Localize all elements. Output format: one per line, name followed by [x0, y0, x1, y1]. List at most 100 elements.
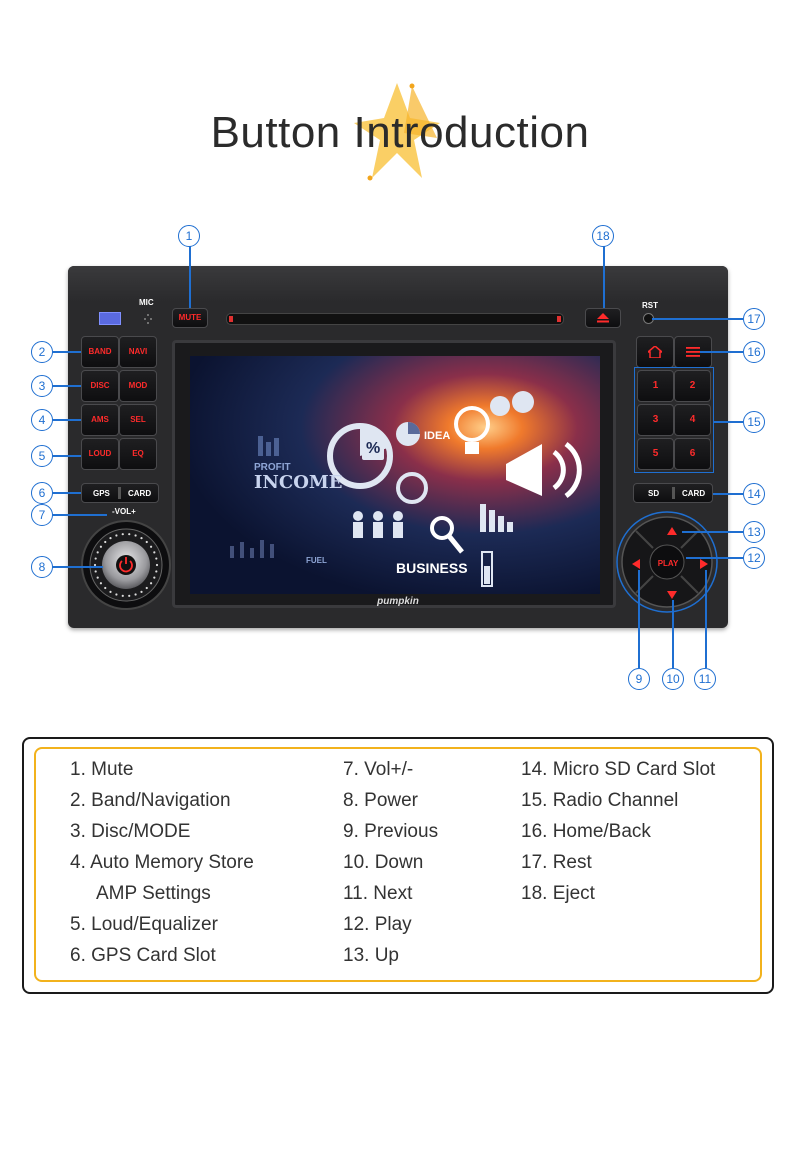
callout-line-17	[652, 318, 743, 320]
legend-item-text: Down	[374, 852, 424, 873]
legend-item-number: 5.	[70, 914, 86, 935]
radio-1-button[interactable]: 1	[637, 370, 674, 402]
slot-gap	[672, 487, 675, 499]
sel-button[interactable]: SEL	[119, 404, 157, 436]
legend-item-text: Band/Navigation	[91, 790, 231, 811]
gps-card-slot[interactable]: GPS CARD	[81, 483, 159, 503]
radio-2-button[interactable]: 2	[674, 370, 711, 402]
callout-15: 15	[743, 411, 765, 433]
callout-line-9	[638, 570, 640, 668]
play-button[interactable]: PLAY	[657, 559, 679, 568]
legend-item-text: Vol+/-	[364, 759, 414, 780]
screen-text-idea: IDEA	[424, 430, 451, 442]
mute-button[interactable]: MUTE	[172, 308, 208, 328]
home-icon	[645, 345, 665, 359]
eject-button[interactable]	[585, 308, 621, 328]
sd-card-slot[interactable]: SD CARD	[633, 483, 713, 503]
radio-6-button[interactable]: 6	[674, 438, 711, 470]
menu-icon	[686, 347, 700, 357]
radio-channel-highlight	[634, 367, 714, 473]
legend-item-number: 8.	[343, 790, 359, 811]
legend-item: AMP Settings	[70, 882, 254, 913]
next-button[interactable]	[696, 555, 712, 573]
legend-item-text: GPS Card Slot	[91, 945, 216, 966]
legend-item-number: 3.	[70, 821, 86, 842]
legend-item-number: 4.	[70, 852, 86, 873]
legend-item-text: Play	[374, 914, 412, 935]
mod-button[interactable]: MOD	[119, 370, 157, 402]
callout-line-14	[713, 493, 743, 495]
star-decoration-icon	[354, 83, 440, 181]
sd-card-label: CARD	[682, 489, 706, 498]
callout-6: 6	[31, 482, 53, 504]
back-menu-button[interactable]	[674, 336, 712, 368]
head-unit-top-strip	[68, 266, 728, 302]
legend-item-text: Previous	[364, 821, 439, 842]
previous-button[interactable]	[628, 555, 644, 573]
callout-line-2	[51, 351, 81, 353]
legend-item: 2. Band/Navigation	[70, 789, 254, 820]
callout-line-8	[51, 566, 103, 568]
legend-item: 5. Loud/Equalizer	[70, 913, 254, 944]
loud-button[interactable]: LOUD	[81, 438, 119, 470]
disc-button[interactable]: DISC	[81, 370, 119, 402]
legend-item-text: Next	[373, 883, 413, 904]
mic-label: MIC	[139, 298, 154, 307]
ams-button[interactable]: AMS	[81, 404, 119, 436]
callout-line-1	[189, 246, 191, 308]
gps-card-label: CARD	[128, 489, 152, 498]
callout-line-7	[51, 514, 107, 516]
callout-line-18	[603, 246, 605, 308]
legend-item: 11. Next	[343, 882, 438, 913]
home-button[interactable]	[636, 336, 674, 368]
callout-9: 9	[628, 668, 650, 690]
up-button[interactable]	[662, 524, 682, 538]
mic-hole-icon	[144, 312, 152, 324]
legend-item: 13. Up	[343, 944, 438, 975]
callout-line-4	[51, 419, 81, 421]
callout-17: 17	[743, 308, 765, 330]
radio-3-button[interactable]: 3	[637, 404, 674, 436]
legend-item-number: 14.	[521, 759, 548, 780]
legend-item-number: 10.	[343, 852, 370, 873]
legend-item-text: AMP Settings	[96, 883, 211, 904]
slot-gap	[118, 487, 121, 499]
callout-4: 4	[31, 409, 53, 431]
legend-item-number: 6.	[70, 945, 86, 966]
screen-text-income: INCOME	[254, 472, 343, 493]
callout-line-12	[686, 557, 743, 559]
eq-button[interactable]: EQ	[119, 438, 157, 470]
display-screen[interactable]: PROFIT INCOME % IDEA FUEL BUSINESS	[190, 356, 600, 594]
callout-12: 12	[743, 547, 765, 569]
legend-item-text: Eject	[552, 883, 595, 904]
callout-11: 11	[694, 668, 716, 690]
down-arrow-icon	[667, 591, 677, 599]
legend-item: 18. Eject	[521, 882, 715, 913]
left-arrow-icon	[632, 559, 640, 569]
volume-knob[interactable]	[80, 519, 172, 611]
callout-13: 13	[743, 521, 765, 543]
legend-item-number: 13.	[343, 945, 370, 966]
callout-14: 14	[743, 483, 765, 505]
legend-item: 10. Down	[343, 851, 438, 882]
legend-item-text: Up	[374, 945, 399, 966]
legend-item-text: Radio Channel	[552, 790, 679, 811]
callout-3: 3	[31, 375, 53, 397]
callout-8: 8	[31, 556, 53, 578]
disc-slot	[226, 313, 564, 325]
callout-7: 7	[31, 504, 53, 526]
legend-item-number: 17.	[521, 852, 548, 873]
callout-10: 10	[662, 668, 684, 690]
power-icon	[116, 555, 136, 575]
band-button[interactable]: BAND	[81, 336, 119, 368]
legend-item: 3. Disc/MODE	[70, 820, 254, 851]
radio-5-button[interactable]: 5	[637, 438, 674, 470]
radio-4-button[interactable]: 4	[674, 404, 711, 436]
navi-button[interactable]: NAVI	[119, 336, 157, 368]
legend-item: 9. Previous	[343, 820, 438, 851]
legend-item: 7. Vol+/-	[343, 758, 438, 789]
legend-item-text: Rest	[552, 852, 592, 873]
legend-item-number: 18.	[521, 883, 548, 904]
down-button[interactable]	[662, 588, 682, 602]
legend-item-text: Home/Back	[552, 821, 651, 842]
